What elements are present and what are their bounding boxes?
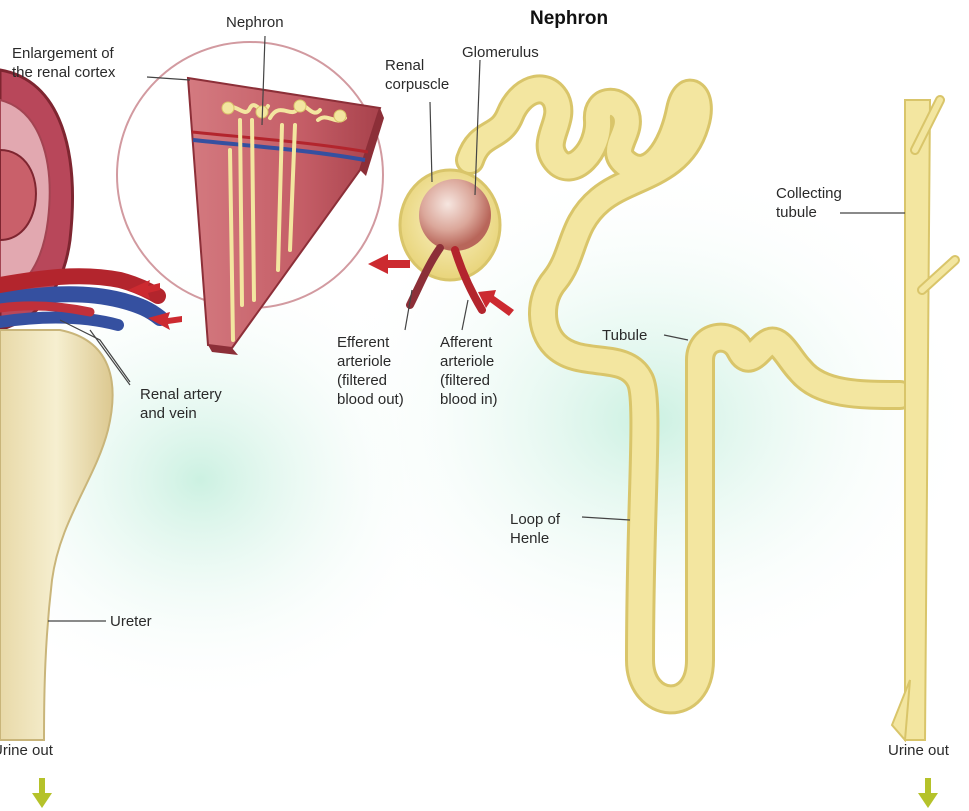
glomerulus — [419, 179, 491, 251]
renal-artery-vein-label: Renal artery and vein — [140, 385, 222, 423]
urine-out-left-label: Urine out — [0, 741, 53, 760]
efferent-arteriole-label: Efferent arteriole (filtered blood out) — [337, 333, 404, 409]
collecting-tubule-label: Collecting tubule — [776, 184, 842, 222]
urine-out-right-label: Urine out — [888, 741, 949, 760]
tubule-label: Tubule — [602, 326, 647, 345]
glomerulus-label: Glomerulus — [462, 43, 539, 62]
renal-corpuscle-label: Renal corpuscle — [385, 56, 449, 94]
ureter-label: Ureter — [110, 612, 152, 631]
enlargement-label: Enlargement of the renal cortex — [12, 44, 115, 82]
loop-of-henle-label: Loop of Henle — [510, 510, 560, 548]
nephron-title: Nephron — [530, 8, 608, 30]
nephron-small-label: Nephron — [226, 13, 284, 32]
urine-out-arrowhead-right — [918, 793, 938, 808]
afferent-arteriole-label: Afferent arteriole (filtered blood in) — [440, 333, 498, 409]
urine-out-arrowhead-left — [32, 793, 52, 808]
